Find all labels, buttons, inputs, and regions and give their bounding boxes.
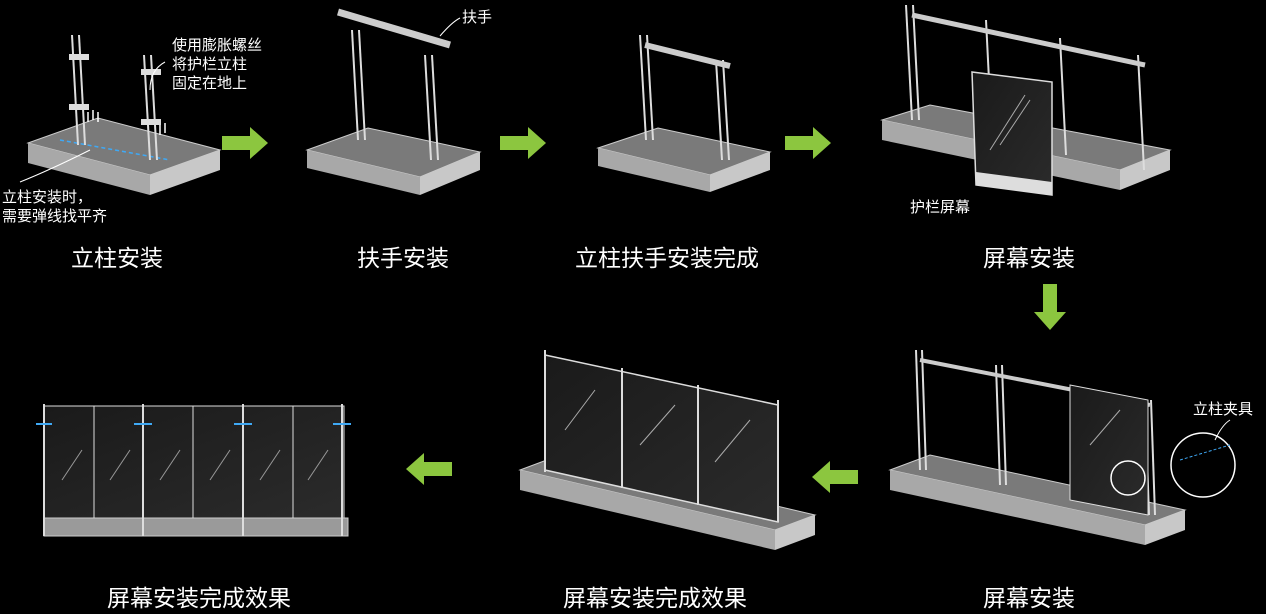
note-line-align-l1: 立柱安装时， [2,189,92,206]
note-expansion-bolt-1-line: 使用膨胀螺丝 [172,36,262,54]
post-right [141,54,161,161]
caption-complete-1: 屏幕安装完成效果 [563,586,747,612]
note-line-align-l2: 需要弹线找平齐 [2,208,107,225]
caption-complete-2: 屏幕安装完成效果 [107,586,291,612]
post-left [69,34,89,146]
handrail [337,8,451,49]
note-post-clamp: 立柱夹具 [1193,401,1253,418]
panel-complete-perspective [518,350,817,550]
arrow-left-1 [812,461,858,493]
panel-screen-install [880,4,1172,196]
panel-complete-front [36,404,351,537]
panel-screen-clamps [888,349,1236,545]
arrow-right-1 [222,127,268,159]
caption-screen-install-1: 屏幕安装 [983,246,1075,272]
note-expansion-bolt-1-line: 将护栏立柱 [172,55,247,73]
note-guard-screen: 护栏屏幕 [910,199,970,216]
arrow-right-2 [500,127,546,159]
note-expansion-bolt-1-line: 固定在地上 [172,74,247,92]
caption-posts-handrail-done: 立柱扶手安装完成 [575,246,759,272]
arrow-right-3 [785,127,831,159]
note-handrail: 扶手 [462,9,492,26]
caption-screen-install-2: 屏幕安装 [983,586,1075,612]
glass-screen [971,71,1053,196]
caption-post-install: 立柱安装 [71,246,163,272]
caption-handrail-install: 扶手安装 [357,246,449,272]
panel-handrail-install [305,8,482,195]
panel-post-install [19,34,222,195]
note-line-align: 立柱安装时， 需要弹线找平齐 [2,189,107,225]
arrow-down [1034,284,1066,330]
arrow-left-2 [406,453,452,485]
panel-posts-handrail-done [596,34,772,192]
note-expansion-bolt-1: 使用膨胀螺丝将护栏立柱固定在地上 [172,36,262,92]
concrete-base [26,117,222,195]
